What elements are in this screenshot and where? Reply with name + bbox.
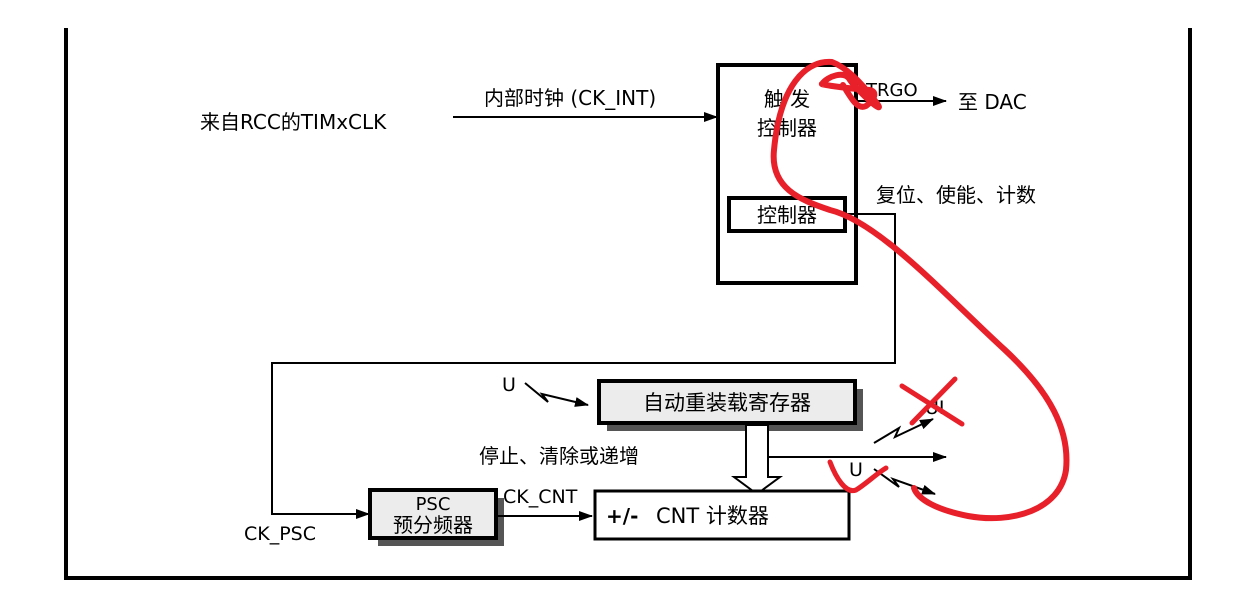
- auto-reload-register-box: [597, 379, 857, 425]
- counter-label: CNT 计数器: [656, 504, 769, 528]
- auto-reload-register-label: 自动重装载寄存器: [643, 391, 811, 415]
- frame-border: [64, 28, 1192, 580]
- inner-controller-label: 控制器: [757, 203, 817, 227]
- stop-clear-label: 停止、清除或递增: [479, 444, 639, 468]
- transfer-arrow: [730, 424, 784, 496]
- ui-event-arrow: [873, 418, 934, 444]
- red-checkmark: [827, 459, 889, 494]
- update-u-label-bottom: U: [849, 459, 863, 481]
- ck-cnt-label: CK_CNT: [503, 486, 578, 508]
- counter-sign-label: +/-: [606, 504, 638, 528]
- prescaler-box: [368, 488, 498, 540]
- control-signal-line: [271, 213, 896, 519]
- timxclk-source-label: 来自RCC的TIMxCLK: [200, 110, 387, 134]
- to-dac-label: 至 DAC: [958, 90, 1027, 114]
- prescaler-label-1: PSC: [416, 494, 451, 515]
- control-signals-label: 复位、使能、计数: [876, 183, 1036, 207]
- counter-box: [593, 489, 851, 541]
- update-event-arrow-top: [524, 382, 589, 407]
- ck-psc-label: CK_PSC: [244, 523, 316, 545]
- prescaler-label-2: 预分频器: [393, 513, 473, 537]
- trgo-label: TRGO: [865, 80, 918, 101]
- internal-clock-label: 内部时钟 (CK_INT): [484, 86, 656, 110]
- red-strike-ui: [899, 376, 965, 427]
- trigger-controller-title-2: 控制器: [757, 116, 817, 140]
- update-u-label-top: U: [502, 374, 516, 396]
- red-annotation-loop: [770, 58, 1070, 522]
